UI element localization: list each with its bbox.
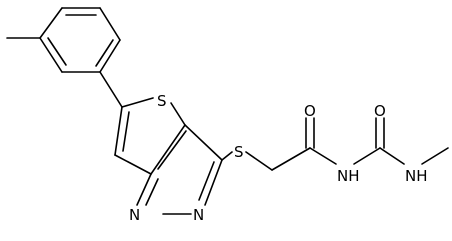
bond-ch2-co: [271, 147, 311, 171]
bond-c-s: [221, 151, 233, 161]
bond-pyr-5: [136, 173, 152, 206]
bond-ring-a1: [39, 7, 63, 39]
bond-nh-c: [353, 147, 381, 165]
bond-pyr-3: [204, 159, 223, 206]
bond-pyr-5-inner: [145, 178, 159, 206]
bond-thio-c-c-inner: [122, 111, 130, 152]
atom-nh-middle: NH: [337, 167, 360, 185]
bond-pyr-1: [150, 124, 186, 175]
bond-thio-c-c: [114, 106, 123, 156]
bond-ring-a3: [99, 7, 121, 41]
bond-nh-methyl: [421, 147, 449, 165]
atom-s-thioether: S: [234, 143, 244, 161]
atom-o-urea: O: [374, 102, 386, 120]
atom-s-thiophene: S: [157, 92, 167, 110]
bond-pyr-3-inner: [198, 161, 215, 201]
bond-lines: [6, 7, 449, 215]
bond-ring-a-inner3: [47, 37, 67, 66]
bond-thio-c-s: [121, 97, 154, 108]
bond-pyr-1-inner: [157, 130, 187, 170]
bond-s-ch2: [245, 151, 273, 171]
bond-aryl-thiophene: [99, 71, 123, 108]
structure-canvas: S S N N O O NH NH: [6, 7, 449, 224]
bond-c-nh: [379, 147, 405, 165]
atom-o-amide: O: [304, 102, 316, 120]
bond-pyr-2: [184, 124, 223, 161]
atom-n-right: N: [193, 206, 204, 224]
bond-ring-a-inner2: [95, 39, 114, 67]
bond-co-nh: [309, 147, 337, 165]
molecule-structure-diagram: S S N N O O NH NH: [6, 7, 449, 224]
atom-n-left: N: [129, 206, 140, 224]
bond-ring-a6: [39, 37, 63, 73]
bond-ring-a4: [99, 39, 121, 73]
atom-nh-terminal: NH: [405, 167, 428, 185]
bond-thio-fused: [114, 154, 152, 175]
bond-thio-s-c: [170, 102, 186, 126]
